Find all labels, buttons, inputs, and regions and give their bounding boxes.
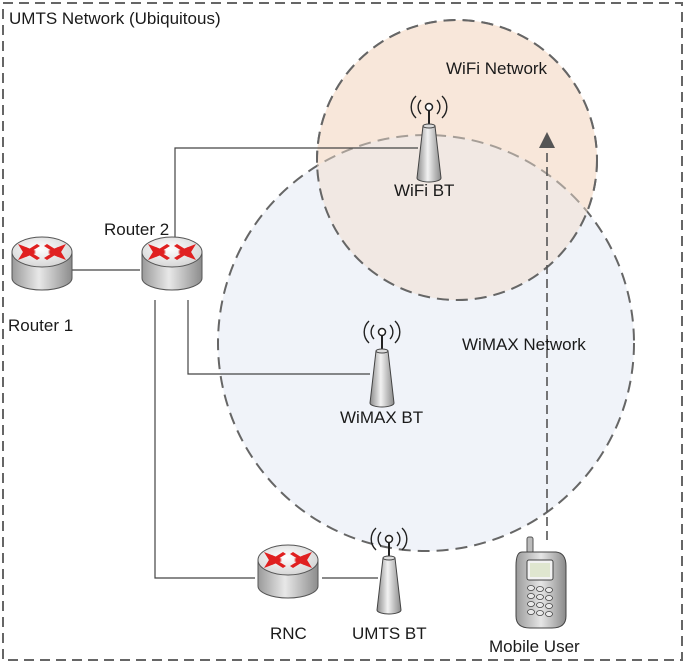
router-1-label: Router 1 (8, 316, 73, 335)
wifi-network-label: WiFi Network (446, 59, 548, 78)
umts-bt-label: UMTS BT (352, 624, 427, 643)
router-2-label: Router 2 (104, 220, 169, 239)
wimax-bt-label: WiMAX BT (340, 408, 423, 427)
rnc-router-icon (257, 544, 319, 599)
router-2-icon (141, 236, 203, 291)
wifi-network-outline (316, 19, 598, 301)
network-links (72, 147, 418, 579)
mobile-phone-icon (515, 536, 567, 629)
link-router2-wifi-bt (174, 147, 418, 243)
router-1-icon (11, 236, 73, 291)
wifi-bt-label: WiFi BT (394, 181, 454, 200)
diagram-title: UMTS Network (Ubiquitous) (9, 9, 221, 28)
link-router2-rnc (154, 300, 255, 579)
wimax-network-label: WiMAX Network (462, 335, 586, 354)
rnc-label: RNC (270, 624, 307, 643)
link-router2-wimax-bt (187, 300, 370, 375)
mobile-user-label: Mobile User (489, 637, 580, 656)
